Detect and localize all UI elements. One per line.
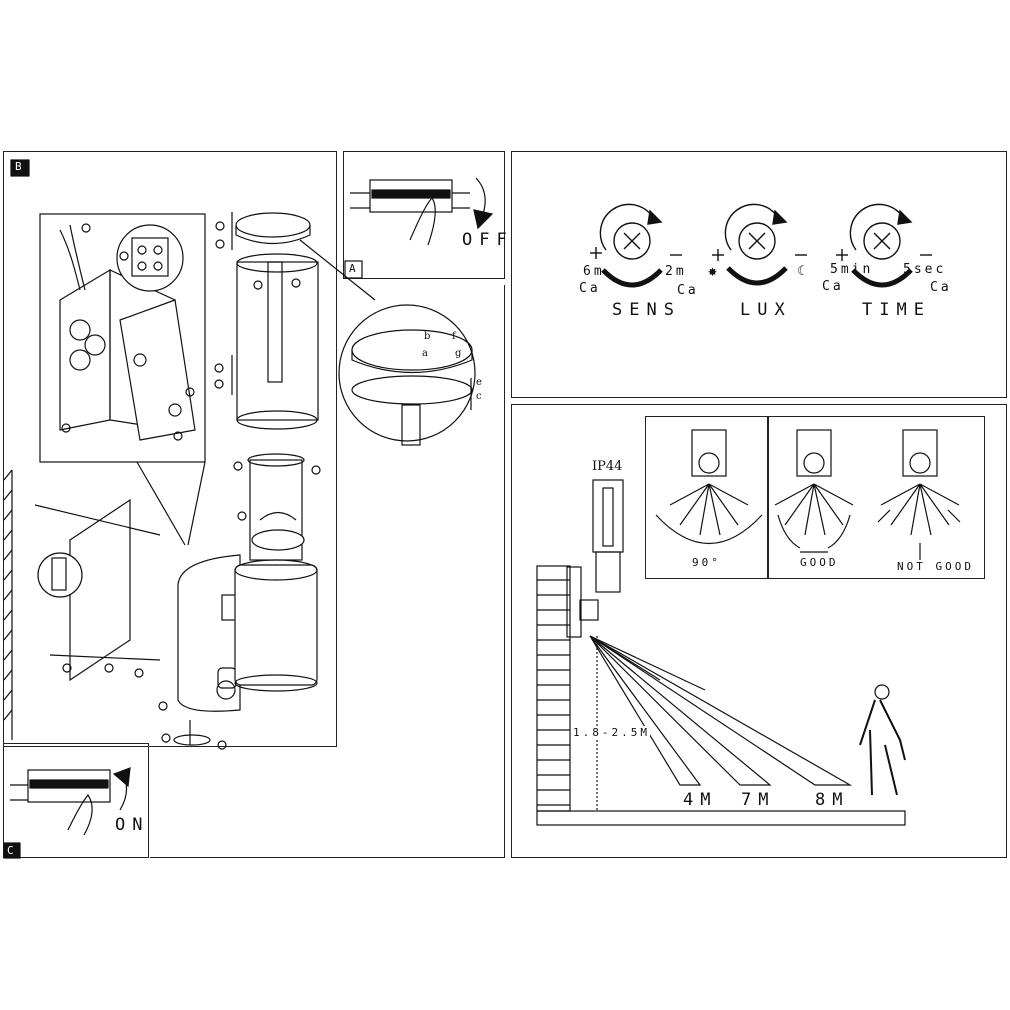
svg-text:e: e bbox=[476, 377, 482, 388]
time-unit-left: Ca bbox=[822, 279, 844, 294]
detection-panel bbox=[511, 404, 1007, 858]
time-max-value: 5sec bbox=[903, 262, 947, 277]
svg-text:c: c bbox=[476, 391, 482, 402]
angle-label: 90° bbox=[692, 556, 721, 569]
lux-dial-icon bbox=[712, 203, 807, 286]
pattern-divider bbox=[767, 416, 769, 579]
time-unit-right: Ca bbox=[930, 280, 952, 295]
svg-text:g: g bbox=[455, 348, 462, 359]
step-marker-c: C bbox=[7, 844, 14, 857]
installation-panel-main bbox=[150, 285, 505, 858]
svg-text:b: b bbox=[424, 331, 430, 342]
moon-icon: ☾ bbox=[797, 264, 805, 279]
ip-rating: IP44 bbox=[592, 459, 623, 474]
sens-title: SENS bbox=[612, 300, 681, 320]
distance-8m: 8M bbox=[815, 790, 850, 810]
lux-title: LUX bbox=[740, 300, 792, 320]
switch-off-panel bbox=[343, 151, 505, 279]
sens-dial-icon bbox=[590, 203, 682, 288]
height-label: 1.8-2.5M bbox=[573, 726, 650, 739]
switch-on-panel bbox=[3, 743, 149, 858]
detection-pattern-box bbox=[645, 416, 985, 579]
sensor-head-icon bbox=[691, 429, 938, 477]
distance-7m: 7M bbox=[741, 790, 776, 810]
installation-panel bbox=[3, 151, 337, 747]
not-good-label: NOT GOOD bbox=[897, 560, 974, 573]
sens-min-value: 6m bbox=[583, 264, 605, 279]
svg-text:a: a bbox=[422, 348, 428, 359]
distance-4m: 4M bbox=[683, 790, 718, 810]
sens-max-value: 2m bbox=[665, 264, 687, 279]
step-marker-b: B bbox=[15, 160, 22, 173]
time-dial-icon bbox=[836, 203, 932, 288]
step-marker-a: A bbox=[349, 262, 356, 275]
sens-unit-left: Ca bbox=[579, 281, 601, 296]
svg-text:f: f bbox=[452, 331, 457, 342]
time-title: TIME bbox=[862, 300, 931, 320]
sun-icon: ✸ bbox=[708, 262, 718, 280]
settings-panel bbox=[511, 151, 1007, 398]
sens-unit-right: Ca bbox=[677, 283, 699, 298]
switch-on-label: ON bbox=[115, 815, 150, 835]
good-label: GOOD bbox=[800, 556, 839, 569]
time-min-value: 5min bbox=[830, 262, 874, 277]
switch-off-label: OFF bbox=[462, 230, 514, 250]
